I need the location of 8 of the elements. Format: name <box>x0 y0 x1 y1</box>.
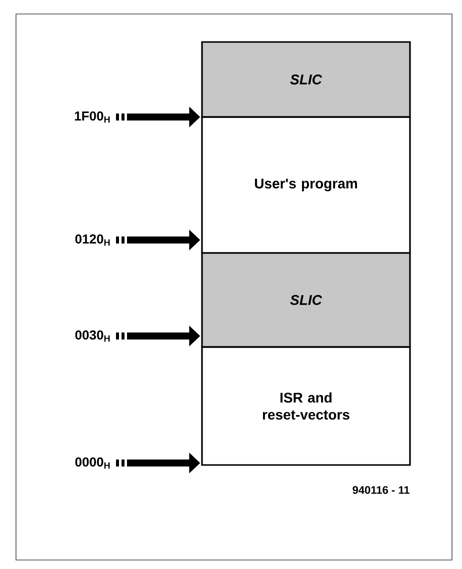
address-label: 0000$_{H}$ <box>75 457 110 469</box>
address-label: 0030$_{H}$ <box>75 330 110 342</box>
figure-number: 940116 - 11 <box>352 486 410 494</box>
address-label: 0120$_{H}$ <box>75 234 110 246</box>
memory-block: SLIC <box>201 41 411 118</box>
memory-block: ISR and reset-vectors <box>201 346 411 466</box>
address-label: 1F00$_{H}$ <box>74 111 110 123</box>
memory-block: SLIC <box>201 252 411 348</box>
